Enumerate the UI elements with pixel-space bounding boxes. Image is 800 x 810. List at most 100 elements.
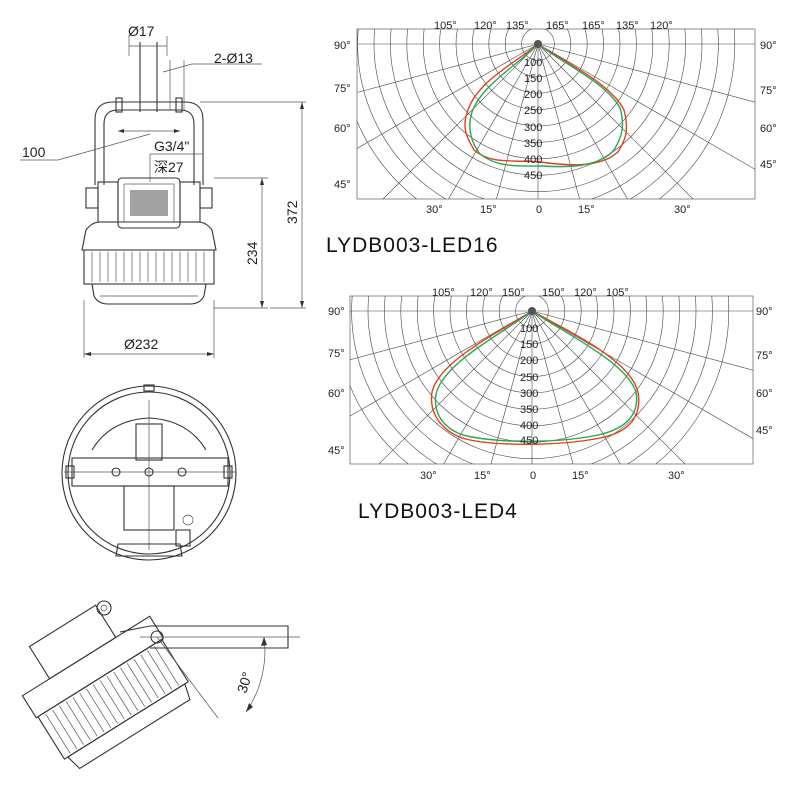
photometric-chart-1: 105° 120° 135° 165° 165° 135° 120° 90° 7… — [334, 20, 777, 216]
tilt-angle-label: 30° — [234, 670, 256, 695]
grid-spoke — [378, 310, 533, 464]
c2-bottom-angle-30l: 30° — [420, 470, 437, 482]
c1-radial-300: 300 — [524, 122, 542, 134]
c1-top-angle-7: 120° — [650, 20, 673, 32]
c1-right-angle-45: 45° — [760, 159, 777, 171]
grid-spoke — [350, 310, 533, 361]
c1-top-angle-1: 105° — [434, 20, 457, 32]
c2-radial-200: 200 — [520, 355, 538, 367]
chart1-curve-red — [464, 43, 628, 166]
tilted-side-view: 30° — [21, 600, 300, 770]
front-elevation-view: Ø17 2-Ø13 100 G3/4" 深27 234 372 Ø232 — [20, 23, 306, 358]
grid-spoke — [537, 43, 580, 199]
grid-spoke — [357, 43, 539, 149]
c1-radial-450: 450 — [524, 170, 542, 182]
c1-left-angle-90: 90° — [334, 40, 351, 52]
c2-bottom-angle-0: 0 — [530, 470, 536, 482]
c2-left-angle-60: 60° — [328, 388, 345, 400]
c1-radial-200: 200 — [524, 89, 542, 101]
grid-spoke — [531, 310, 753, 439]
top-plan-view — [61, 384, 237, 561]
c2-left-angle-90: 90° — [328, 306, 345, 318]
grid-spoke — [496, 43, 539, 199]
c1-left-angle-75: 75° — [334, 83, 351, 95]
c1-bottom-angle-0: 0 — [536, 204, 542, 216]
bolt-diameter-label: 2-Ø13 — [214, 50, 253, 66]
c1-bottom-angle-30r: 30° — [674, 204, 691, 216]
c1-radial-150: 150 — [524, 73, 542, 85]
c2-top-angle-5: 120° — [574, 287, 597, 299]
grid-spoke — [531, 310, 574, 464]
chart1-origin — [534, 40, 542, 48]
grid-spoke — [537, 43, 628, 199]
c2-bottom-angle-30r: 30° — [668, 470, 685, 482]
c2-radial-400: 400 — [520, 420, 538, 432]
top-diameter-label: Ø17 — [128, 23, 155, 39]
bracket-width-label: 100 — [22, 144, 46, 160]
grid-spoke — [537, 43, 694, 199]
grid-spoke — [448, 43, 539, 199]
grid-spoke — [350, 310, 533, 417]
grid-spoke — [531, 310, 686, 464]
polar-grid-2 — [350, 296, 753, 464]
c1-right-angle-90: 90° — [760, 40, 777, 52]
c2-top-angle-1: 105° — [432, 287, 455, 299]
chart2-origin — [528, 307, 536, 315]
polar-grid-1 — [357, 29, 755, 199]
c1-right-angle-60: 60° — [760, 123, 777, 135]
c1-radial-400: 400 — [524, 154, 542, 166]
c2-top-angle-6: 105° — [606, 287, 629, 299]
c2-radial-250: 250 — [520, 372, 538, 384]
c1-bottom-angle-15l: 15° — [480, 204, 497, 216]
thread-label: G3/4" — [154, 138, 189, 154]
chart2-curve-green — [434, 310, 638, 442]
c2-left-angle-45: 45° — [328, 445, 345, 457]
c1-radial-250: 250 — [524, 105, 542, 117]
c2-radial-300: 300 — [520, 388, 538, 400]
chart1-title: LYDB003-LED16 — [326, 234, 499, 257]
c2-radial-350: 350 — [520, 404, 538, 416]
c2-top-angle-2: 120° — [470, 287, 493, 299]
grid-spoke — [537, 43, 755, 170]
body-diameter-label: Ø232 — [124, 336, 158, 352]
grid-spoke — [537, 43, 755, 103]
c1-top-angle-2: 120° — [474, 20, 497, 32]
grid-spoke — [357, 43, 539, 93]
grid-spoke — [490, 310, 533, 464]
c2-top-angle-3: 150° — [502, 287, 525, 299]
c1-right-angle-75: 75° — [760, 85, 777, 97]
total-height-label: 372 — [284, 200, 300, 224]
c2-radial-150: 150 — [520, 339, 538, 351]
grid-spoke — [382, 43, 539, 199]
c2-right-angle-75: 75° — [756, 350, 773, 362]
chart1-curve-green — [469, 43, 624, 168]
c1-bottom-angle-30l: 30° — [426, 204, 443, 216]
c1-top-angle-4: 165° — [546, 20, 569, 32]
chart2-title: LYDB003-LED4 — [358, 500, 518, 523]
heatsink-fins — [91, 252, 205, 282]
grid-spoke — [443, 310, 533, 464]
photometric-chart-2: 105° 120° 150° 150° 120° 105° 90° 75° 60… — [328, 287, 773, 482]
c2-radial-450: 450 — [520, 435, 538, 447]
c1-left-angle-60: 60° — [334, 123, 351, 135]
c1-top-angle-6: 135° — [616, 20, 639, 32]
c2-bottom-angle-15l: 15° — [474, 470, 491, 482]
c2-top-angle-4: 150° — [542, 287, 565, 299]
c2-right-angle-45: 45° — [756, 425, 773, 437]
grid-spoke — [531, 310, 621, 464]
body-height-label: 234 — [244, 241, 260, 265]
c2-radial-100: 100 — [520, 323, 538, 335]
c1-radial-350: 350 — [524, 138, 542, 150]
c1-top-angle-3: 135° — [506, 20, 529, 32]
c2-right-angle-60: 60° — [756, 388, 773, 400]
c1-left-angle-45: 45° — [334, 179, 351, 191]
c2-bottom-angle-15r: 15° — [572, 470, 589, 482]
c1-radial-100: 100 — [524, 57, 542, 69]
c1-bottom-angle-15r: 15° — [578, 204, 595, 216]
thread-depth-label: 深27 — [154, 159, 184, 175]
chart2-curve-red — [430, 310, 640, 445]
c2-left-angle-75: 75° — [328, 348, 345, 360]
grid-spoke — [531, 310, 753, 371]
c1-top-angle-5: 165° — [582, 20, 605, 32]
